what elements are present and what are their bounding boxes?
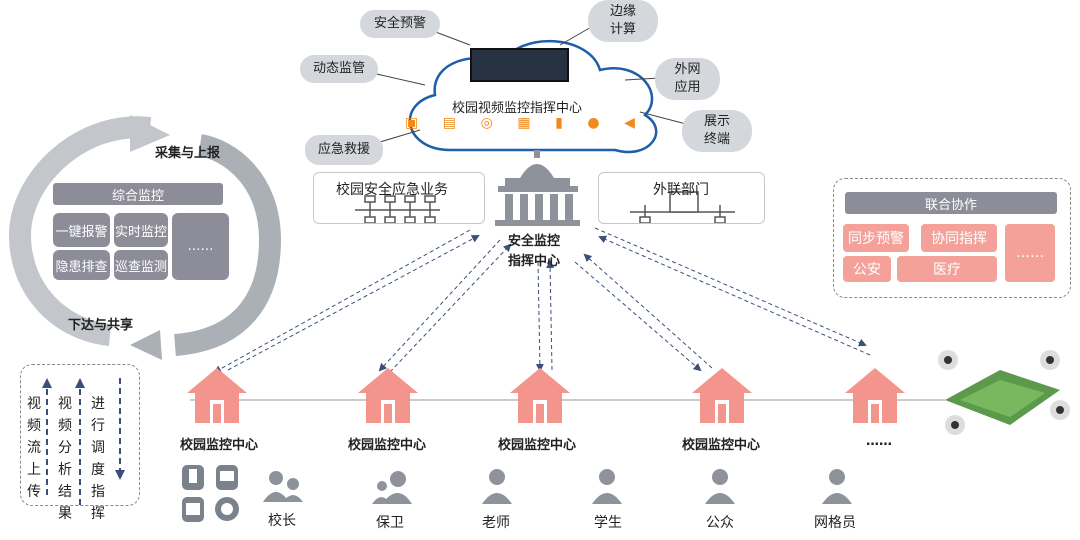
legend-analysis-result: 视频分析结果: [58, 396, 72, 522]
monitor-center-label-5: ……: [866, 434, 892, 449]
legend-dispatch-command: 进行调度指挥: [91, 396, 105, 522]
security-guard-icon: [372, 470, 412, 508]
sync-warning-button[interactable]: 同步预警: [843, 224, 909, 252]
campus-safety-business-label: 校园安全应急业务: [336, 182, 448, 198]
person-label-student: 学生: [594, 515, 622, 531]
bubble-external-app: 外网应用: [655, 58, 720, 100]
monitor-center-label-3: 校园监控中心: [498, 438, 577, 453]
bubble-safety-warning: 安全预警: [360, 10, 440, 38]
person-icon: ●: [587, 115, 600, 131]
house-icon-2: [358, 368, 418, 427]
joint-cooperation-panel: [833, 178, 1071, 298]
monitor-center-label-4: 校园监控中心: [682, 438, 761, 453]
public-icon: [703, 468, 737, 508]
legend-video-upload: 视频流上传: [27, 396, 41, 500]
cycle-bottom-label: 下达与共享: [68, 318, 134, 333]
monitor-center-label-1: 校园监控中心: [180, 438, 259, 453]
video-wall-icon: [470, 48, 569, 82]
network-icon-right: [630, 191, 735, 224]
police-button[interactable]: 公安: [843, 256, 891, 282]
monitor-icon: ▣: [405, 115, 419, 131]
hazard-check-button[interactable]: 隐患排查: [53, 250, 110, 280]
camera-icon: ◎: [480, 115, 493, 131]
cycle-top-label: 采集与上报: [155, 146, 221, 161]
link-arrows: [213, 227, 871, 373]
person-label-principal: 校长: [268, 513, 296, 529]
campus-safety-business-box: 校园安全应急业务: [313, 172, 485, 224]
patrol-monitor-button[interactable]: 巡查监测: [114, 250, 168, 280]
legend-arrows: [42, 378, 125, 505]
external-departments-box: 外联部门: [598, 172, 765, 224]
joint-cooperation-header: 联合协作: [845, 192, 1057, 214]
bubble-display-terminal: 展示终端: [682, 110, 752, 152]
cloud-title: 校园视频监控指挥中心: [452, 101, 583, 116]
integrated-monitoring-header: 综合监控: [53, 183, 223, 205]
process-icons-row: ▣ ▤ ◎ ▦ ▮ ● ◀: [405, 115, 635, 137]
more-cooperation-button[interactable]: ……: [1005, 224, 1055, 282]
network-icon-left: [355, 195, 440, 224]
coordinated-command-button[interactable]: 协同指挥: [921, 224, 997, 252]
external-departments-label: 外联部门: [653, 182, 709, 198]
device-icons: [180, 465, 240, 525]
grid-icon: ▦: [517, 115, 531, 131]
house-icon-3: [510, 368, 570, 427]
house-icon-1: [187, 368, 247, 427]
command-center-label-2: 指挥中心: [508, 254, 561, 269]
medical-button[interactable]: 医疗: [897, 256, 997, 282]
device-network-image: [930, 345, 1075, 440]
command-building-icon: [495, 150, 580, 226]
bubble-edge-computing: 边缘计算: [588, 0, 658, 42]
cycle-arrows: [9, 115, 281, 360]
document-icon: ▤: [442, 115, 457, 131]
legend-box: [20, 364, 140, 506]
command-center-label-1: 安全监控: [508, 234, 561, 249]
teacher-icon: [480, 468, 514, 508]
bubble-emergency-rescue: 应急救援: [305, 135, 383, 165]
person-label-grid-worker: 网格员: [814, 515, 856, 531]
more-functions-button[interactable]: ……: [172, 213, 229, 280]
person-label-guard: 保卫: [376, 515, 404, 531]
principal-icon: [263, 470, 303, 506]
house-icon-4: [692, 368, 752, 427]
monitor-center-label-2: 校园监控中心: [348, 438, 427, 453]
one-click-alarm-button[interactable]: 一键报警: [53, 213, 110, 247]
realtime-monitor-button[interactable]: 实时监控: [114, 213, 168, 247]
person-label-public: 公众: [706, 515, 734, 531]
building-icon: ▮: [555, 115, 563, 131]
grid-worker-icon: [820, 468, 854, 508]
student-icon: [590, 468, 624, 508]
house-icon-5: [845, 368, 905, 427]
megaphone-icon: ◀: [624, 115, 635, 131]
person-label-teacher: 老师: [482, 515, 510, 531]
bubble-dynamic-supervision: 动态监管: [300, 55, 378, 83]
